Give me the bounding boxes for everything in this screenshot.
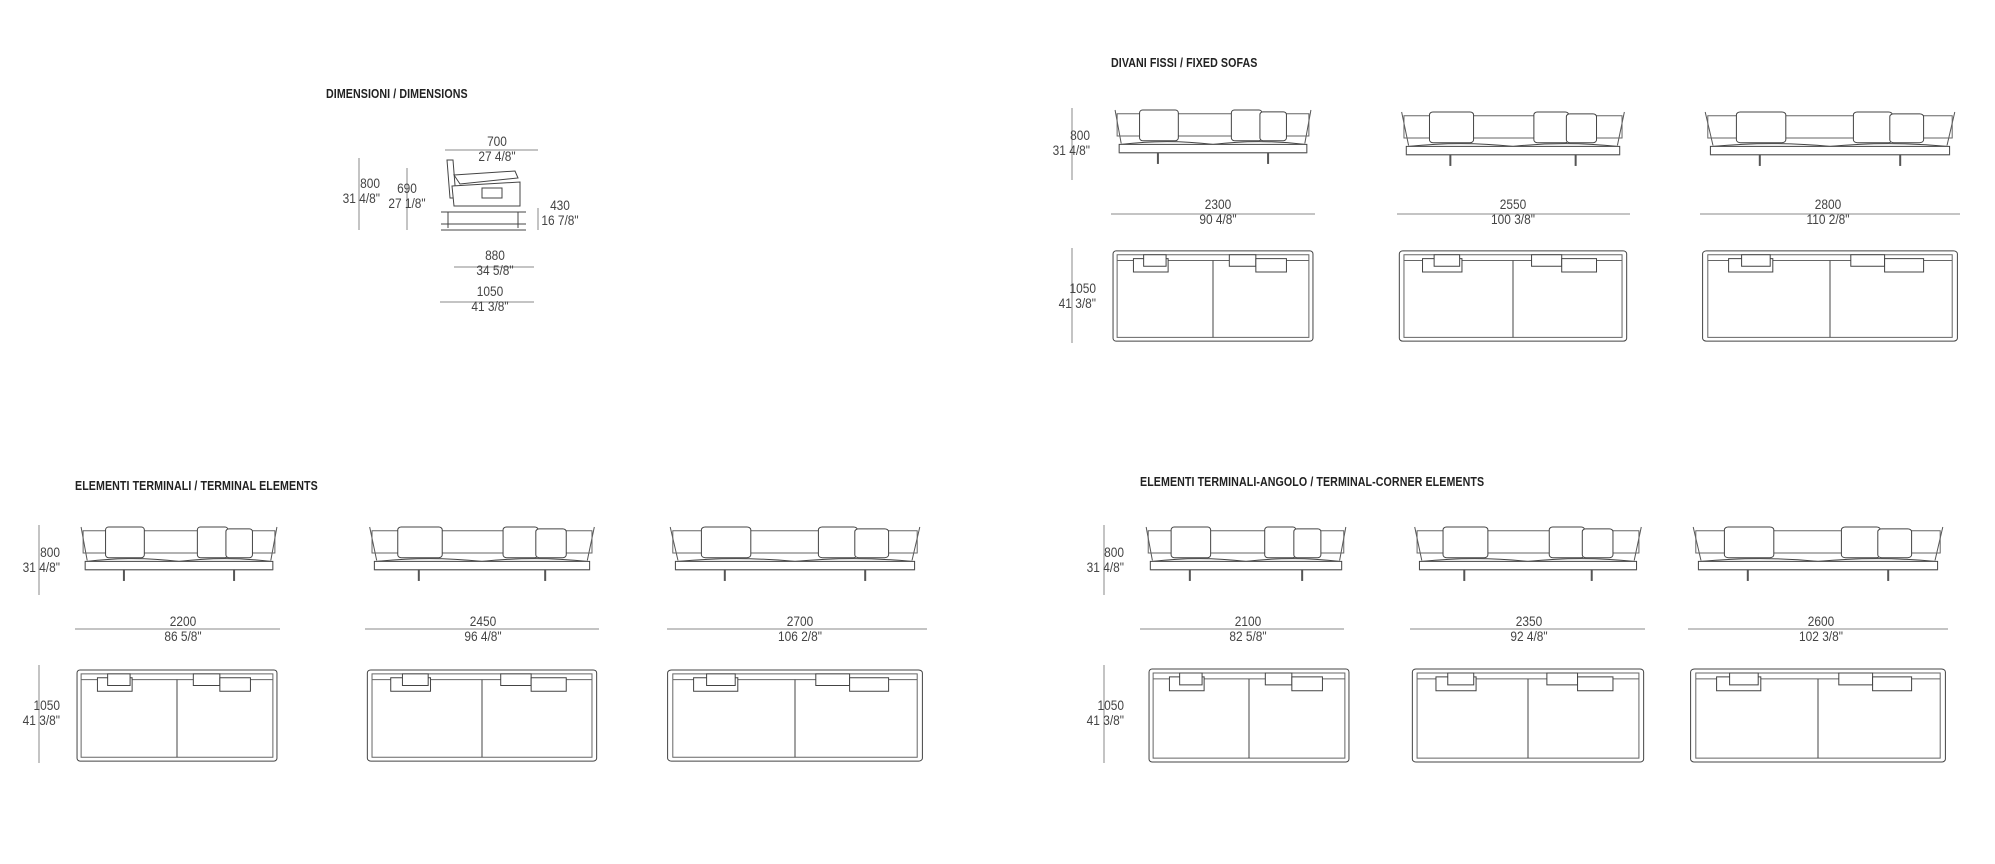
fixed-sofa-2550-plan	[1398, 250, 1628, 342]
side-profile-drawing	[441, 160, 526, 230]
fixed-sofa-2550-front	[1400, 110, 1626, 168]
fixed-sofa-2300-front	[1114, 108, 1312, 165]
corner-element-2100-plan	[1148, 668, 1350, 763]
corner-element-2350-plan	[1411, 668, 1645, 763]
fixed-sofa-2300-plan	[1112, 250, 1314, 342]
terminal-element-2200-front	[80, 525, 278, 582]
terminal-element-2700-front	[668, 525, 922, 583]
corner-element-2100-front	[1145, 525, 1347, 582]
terminal-element-2450-front	[368, 525, 596, 583]
terminal-element-2700-plan	[666, 669, 924, 762]
fixed-sofas-title: DIVANI FISSI / FIXED SOFAS	[1111, 55, 1258, 70]
terminal-element-2200-plan	[76, 669, 278, 762]
fixed-sofa-2800-front	[1703, 110, 1957, 168]
corner-element-2350-front	[1413, 525, 1643, 583]
fixed-sofa-2800-plan	[1701, 250, 1959, 342]
terminal-elements-title: ELEMENTI TERMINALI / TERMINAL ELEMENTS	[75, 478, 318, 493]
terminal-corner-elements-title: ELEMENTI TERMINALI-ANGOLO / TERMINAL-COR…	[1140, 474, 1485, 489]
corner-element-2600-front	[1691, 525, 1945, 583]
dimensions-title: DIMENSIONI / DIMENSIONS	[326, 86, 468, 101]
terminal-element-2450-plan	[366, 669, 598, 762]
corner-element-2600-plan	[1689, 668, 1947, 763]
